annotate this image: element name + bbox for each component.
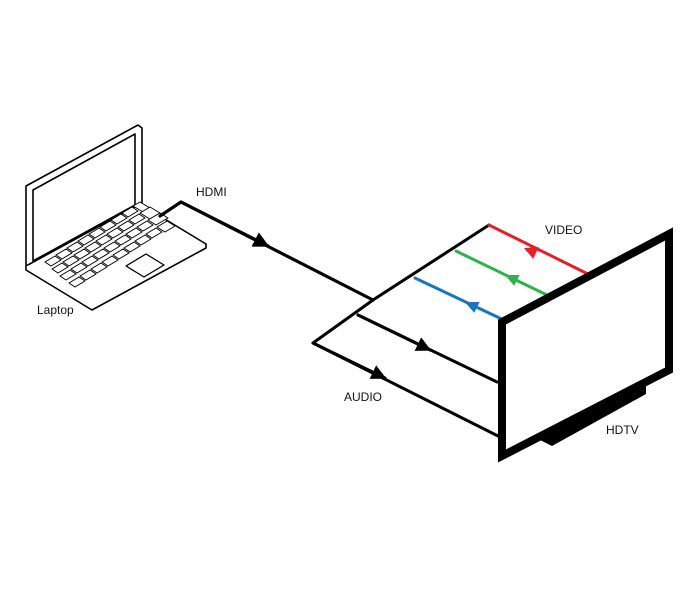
video-green-line [454, 249, 551, 298]
hdmi-cable [158, 200, 375, 302]
audio-label: AUDIO [344, 390, 382, 404]
video-signal-lines [413, 223, 592, 324]
signal-split-lines [311, 223, 502, 439]
video-blue-line [413, 276, 510, 324]
hdmi-label: HDMI [196, 185, 227, 199]
video-label: VIDEO [545, 223, 582, 237]
video-red-line [487, 223, 592, 277]
hdtv-label: HDTV [606, 423, 639, 437]
laptop-icon [25, 124, 207, 311]
laptop-label: Laptop [37, 303, 74, 317]
hdtv-icon [498, 227, 673, 463]
